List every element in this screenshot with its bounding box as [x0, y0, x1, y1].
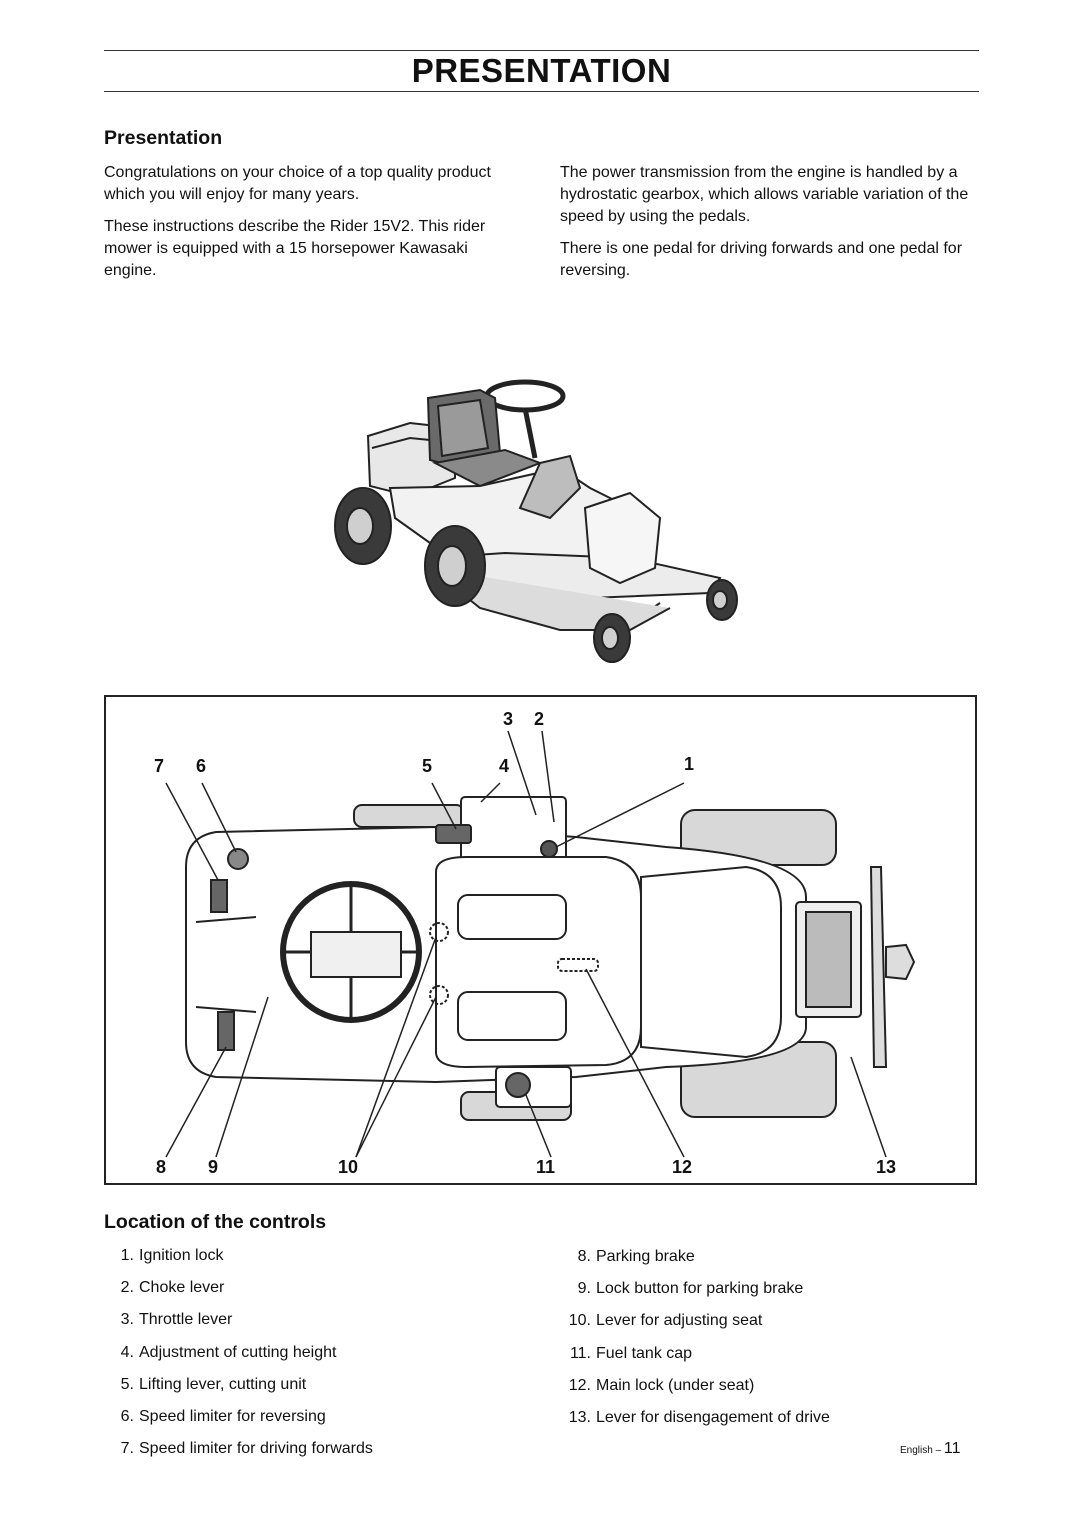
list-item: 5. Lifting lever, cutting unit	[104, 1376, 524, 1408]
footer-language: English –	[900, 1445, 944, 1456]
intro-paragraph: The power transmission from the engine i…	[560, 164, 969, 225]
item-number: 9.	[577, 1280, 591, 1298]
intro-paragraph: Congratulations on your choice of a top …	[104, 164, 491, 203]
callout-11: 11	[536, 1157, 556, 1177]
list-item: 8. Parking brake	[561, 1248, 981, 1280]
item-label: Main lock (under seat)	[596, 1376, 755, 1394]
header-rule-top	[104, 50, 979, 51]
intro-paragraph: These instructions describe the Rider 15…	[104, 218, 486, 279]
list-item: 12. Main lock (under seat)	[561, 1377, 981, 1409]
callout-12: 12	[672, 1157, 693, 1177]
list-item: 13. Lever for disengagement of drive	[561, 1409, 981, 1441]
item-label: Speed limiter for reversing	[139, 1407, 326, 1425]
intro-left-column: Congratulations on your choice of a top …	[104, 162, 504, 292]
item-number: 1.	[120, 1247, 134, 1264]
callout-6: 6	[196, 756, 207, 776]
callout-5: 5	[422, 756, 433, 776]
list-item: 2. Choke lever	[104, 1279, 524, 1311]
header-rule-bottom	[104, 91, 979, 92]
list-item: 7. Speed limiter for driving forwards	[104, 1440, 524, 1472]
callout-9: 9	[208, 1157, 219, 1177]
callout-8: 8	[156, 1157, 167, 1177]
page-title: PRESENTATION	[411, 52, 672, 89]
item-label: Ignition lock	[139, 1247, 224, 1264]
callout-13: 13	[876, 1157, 897, 1177]
item-label: Lifting lever, cutting unit	[139, 1375, 307, 1393]
item-number: 6.	[120, 1407, 134, 1425]
item-number: 13.	[568, 1408, 591, 1426]
callout-4: 4	[499, 756, 510, 776]
controls-list-left: 1. Ignition lock 2. Choke lever 3. Throttle…	[104, 1247, 524, 1472]
callout-2: 2	[534, 709, 545, 729]
item-label: Choke lever	[139, 1279, 225, 1297]
callout-3: 3	[503, 709, 514, 729]
controls-diagram-drawing	[165, 730, 916, 1158]
item-number: 10.	[568, 1312, 591, 1330]
item-number: 7.	[120, 1440, 134, 1458]
callout-1: 1	[684, 754, 695, 774]
list-item: 11. Fuel tank cap	[561, 1345, 981, 1377]
page-footer: English – 11	[900, 1440, 961, 1458]
item-label: Lever for disengagement of drive	[596, 1408, 830, 1426]
presentation-heading: Presentation	[104, 127, 223, 149]
item-number: 12.	[568, 1376, 591, 1394]
item-label: Parking brake	[596, 1248, 695, 1265]
controls-list-right: 8. Parking brake 9. Lock button for parkin…	[561, 1248, 981, 1441]
item-number: 2.	[120, 1279, 134, 1297]
item-label: Lock button for parking brake	[596, 1280, 804, 1298]
item-label: Speed limiter for driving forwards	[139, 1440, 373, 1458]
intro-right-column: The power transmission from the engine i…	[560, 162, 978, 292]
item-label: Fuel tank cap	[596, 1344, 693, 1362]
list-item: 9. Lock button for parking brake	[561, 1280, 981, 1312]
item-number: 4.	[120, 1343, 134, 1361]
list-item: 6. Speed limiter for reversing	[104, 1408, 524, 1440]
list-item: 10. Lever for adjusting seat	[561, 1312, 981, 1344]
list-item: 3. Throttle lever	[104, 1311, 524, 1343]
intro-paragraph: There is one pedal for driving forwards …	[560, 240, 963, 279]
controls-diagram: 3 2 7 6 5 4 1 8 9 10 11 12 13	[104, 695, 977, 1185]
item-number: 5.	[120, 1375, 134, 1393]
item-number: 8.	[577, 1248, 591, 1265]
item-label: Adjustment of cutting height	[139, 1343, 337, 1361]
controls-heading: Location of the controls	[104, 1211, 327, 1233]
page-number: 11	[943, 1440, 961, 1457]
list-item: 4. Adjustment of cutting height	[104, 1344, 524, 1376]
callout-10: 10	[338, 1157, 359, 1177]
callout-7: 7	[154, 756, 165, 776]
list-item: 1. Ignition lock	[104, 1247, 524, 1279]
item-label: Throttle lever	[139, 1311, 233, 1329]
item-label: Lever for adjusting seat	[596, 1312, 763, 1330]
rider-mower-illustration	[334, 379, 738, 663]
item-number: 11.	[569, 1344, 591, 1362]
item-number: 3.	[120, 1311, 134, 1329]
